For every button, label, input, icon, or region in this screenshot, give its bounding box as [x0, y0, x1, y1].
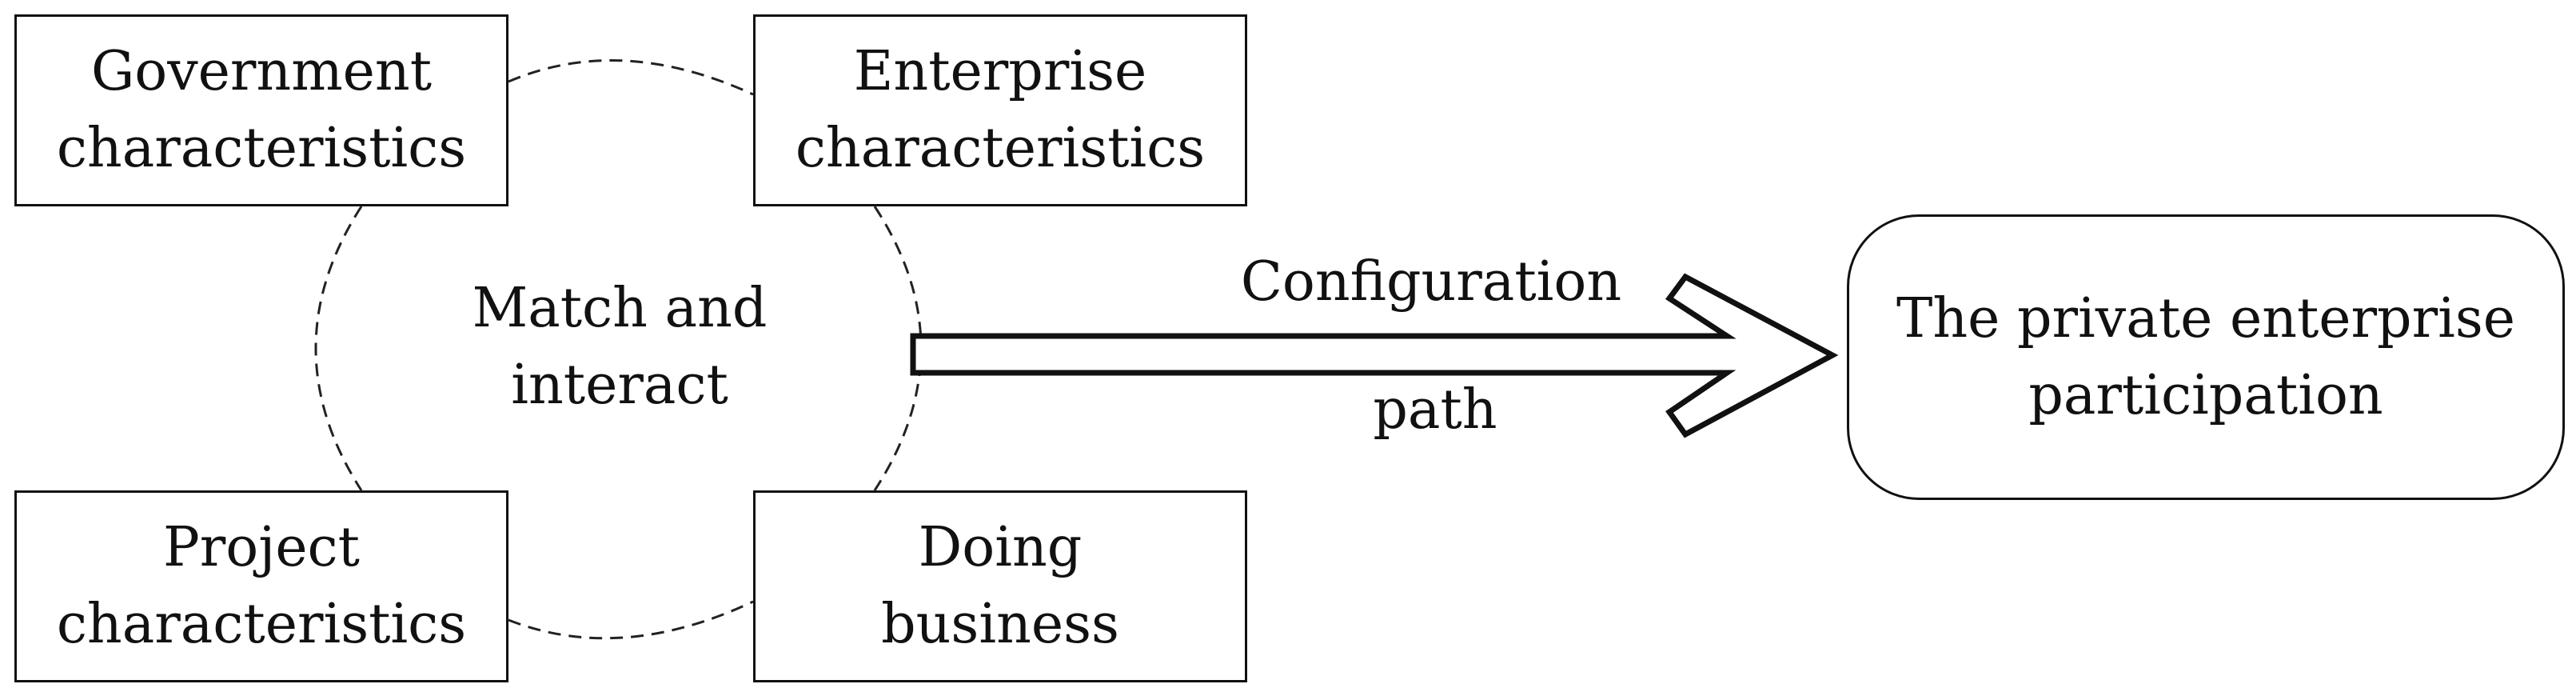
- enterprise-line-2: characteristics: [795, 117, 1206, 180]
- government-line-1: Government: [90, 40, 433, 103]
- dashed-arc-top: [508, 59, 754, 96]
- arrow-label-top: Configuration: [1240, 250, 1622, 314]
- project-line-1: Project: [163, 516, 360, 579]
- government-line-2: characteristics: [56, 117, 467, 180]
- project-line-2: characteristics: [56, 593, 467, 656]
- enterprise-characteristics-box: Enterprise characteristics: [753, 14, 1247, 206]
- doing-business-line-2: business: [881, 593, 1119, 656]
- project-characteristics-box: Project characteristics: [14, 490, 508, 682]
- private-enterprise-participation-box: The private enterprise participation: [1847, 214, 2565, 500]
- dashed-arc-left: [314, 206, 363, 491]
- result-line-2: participation: [2028, 363, 2383, 427]
- result-line-1: The private enterprise: [1896, 286, 2515, 350]
- dashed-arc-bottom: [508, 600, 754, 640]
- center-line-2: interact: [511, 354, 728, 417]
- configuration-path-arrow: [910, 273, 1839, 438]
- arrow-label-bottom: path: [1373, 378, 1497, 442]
- match-and-interact-label: Match and interact: [416, 270, 823, 424]
- doing-business-line-1: Doing: [918, 516, 1083, 579]
- government-characteristics-box: Government characteristics: [14, 14, 508, 206]
- enterprise-line-1: Enterprise: [853, 40, 1147, 103]
- center-line-1: Match and: [472, 277, 768, 340]
- doing-business-box: Doing business: [753, 490, 1247, 682]
